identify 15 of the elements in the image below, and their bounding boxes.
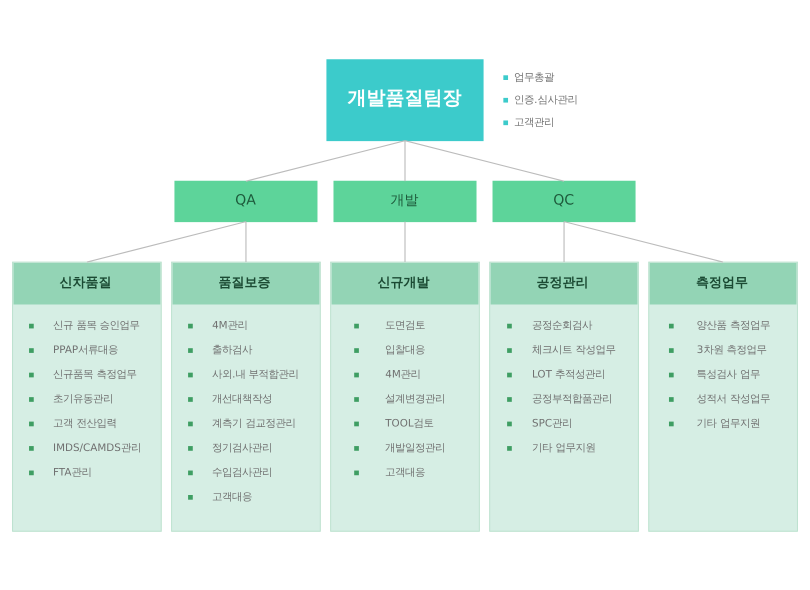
node-label: 업무총괄 — [514, 70, 554, 83]
connector — [404, 140, 406, 181]
connector — [245, 221, 247, 262]
node-label: 고객관리 — [514, 116, 554, 128]
connector — [404, 221, 406, 262]
connector — [404, 140, 564, 182]
node-label: 인증.심사관리 — [514, 93, 578, 106]
node-box: 개발품질팀장 — [326, 58, 484, 141]
connector — [246, 140, 406, 182]
connector — [563, 221, 565, 262]
node-box: QA — [174, 180, 318, 222]
node-box: QC — [492, 180, 636, 222]
node-box: 개발 — [333, 180, 477, 222]
connector — [86, 220, 246, 262]
connector — [564, 220, 724, 262]
